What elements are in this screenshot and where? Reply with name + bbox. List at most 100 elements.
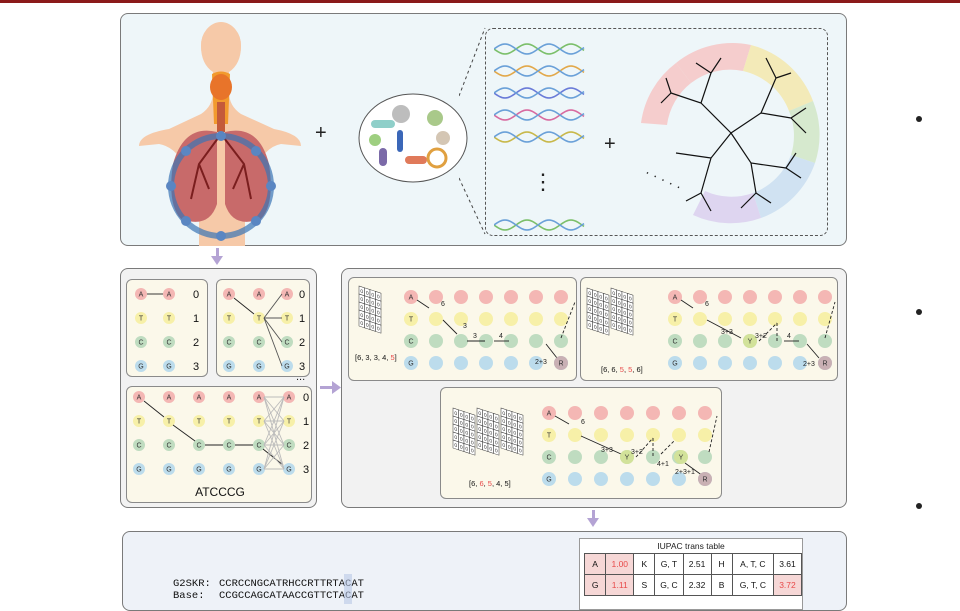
iupac-cell: 1.11 (606, 575, 634, 596)
weight-label: 2 (193, 337, 199, 349)
node-label: G (256, 364, 261, 371)
dna-strand (494, 132, 584, 142)
plus-sign-1: + (315, 122, 327, 145)
matrix-digit: 0 (460, 412, 463, 419)
dna-strands (494, 39, 604, 239)
iupac-cell: 2.32 (683, 575, 711, 596)
flow-arrow-right (320, 381, 342, 395)
graph-text: 3+2 (755, 333, 767, 340)
vector-part: [6, (469, 479, 479, 488)
node-label: T (257, 419, 262, 426)
matrix-digit: 0 (618, 324, 621, 331)
graph-edge (264, 318, 282, 366)
matrix-digit: 0 (623, 302, 626, 309)
matrix-digit: 0 (489, 446, 492, 453)
graph-text: 4 (499, 333, 503, 340)
matrix-digit: 0 (371, 292, 374, 299)
matrix-digit: 0 (513, 430, 516, 437)
matrix-digit: 0 (489, 422, 492, 429)
vertical-dots: ⋮ (532, 169, 554, 195)
flow-arrow-1 (211, 256, 223, 265)
graph-text: 3 (473, 333, 477, 340)
node-label: A (287, 395, 292, 402)
matrix-digit: 0 (618, 308, 621, 315)
node-label: T (139, 316, 144, 323)
matrix-digit: 0 (612, 323, 615, 330)
path-vector: [6, 6, 5, 5, 6] (601, 365, 643, 374)
iupac-cell: G, C (655, 575, 683, 596)
graph-node (646, 406, 660, 420)
iupac-cell: 1.00 (606, 554, 634, 575)
microbes-ellipse (357, 92, 469, 184)
matrix-digit: 0 (599, 326, 602, 333)
graph-node (768, 334, 782, 348)
node-label: A (257, 292, 262, 299)
graph-edge (661, 440, 675, 454)
matrix-digit: 0 (371, 308, 374, 315)
node-label: C (226, 443, 231, 450)
matrix-digit: 0 (478, 419, 481, 426)
node-label: T (409, 317, 414, 324)
matrix-digit: 0 (489, 438, 492, 445)
matrix-digit: 0 (623, 318, 626, 325)
node-label: T (227, 316, 232, 323)
graph-text: 3 (463, 323, 467, 330)
matrix-digit: 0 (519, 432, 522, 439)
alignment-row-base: Base:CCGCCAGCATAACCGTTCTACAT (173, 590, 364, 602)
graph-node (620, 428, 634, 442)
matrix-digit: 0 (618, 316, 621, 323)
alignment-label: G2SKR: (173, 578, 219, 590)
graph-subpanel-3: ATCGATCGATCGATCGATCGATCG0123 ATCCCG (126, 386, 312, 503)
alignment-row-g2skr: G2SKR:CCRCCNGCATRHCCRTTRTACAT (173, 578, 364, 590)
graph-node (698, 406, 712, 420)
matrix-digit: 0 (513, 422, 516, 429)
node-label: Y (748, 339, 753, 346)
graph-node (743, 312, 757, 326)
path-vector: [6, 6, 5, 4, 5] (469, 479, 511, 488)
matrix-digit: 0 (366, 298, 369, 305)
matrix-digit: 0 (508, 412, 511, 419)
graph-node (568, 406, 582, 420)
graph-node (454, 290, 468, 304)
matrix-digit: 0 (460, 436, 463, 443)
graph-edge (546, 344, 557, 358)
matrix-digit: 0 (629, 312, 632, 319)
graph-node (818, 290, 832, 304)
weight-label: 0 (303, 392, 309, 404)
graph-node (568, 472, 582, 486)
matrix-digit: 0 (612, 291, 615, 298)
top-title-bar (0, 0, 960, 3)
graph-node (454, 356, 468, 370)
matrix-digit: 0 (478, 411, 481, 418)
path-graph-2: 0000000000000000000000000000000000000000… (581, 278, 839, 382)
graph-node (646, 472, 660, 486)
matrix-digit: 0 (599, 302, 602, 309)
sequence-label: ATCCCG (127, 485, 313, 499)
node-label: C (284, 340, 289, 347)
weight-label: 0 (299, 289, 305, 301)
genomes-box: ⋮ + · · · · · (485, 28, 828, 236)
graph-node (793, 312, 807, 326)
node-label: A (257, 395, 262, 402)
weight-label: 3 (303, 464, 309, 476)
matrix-digit: 0 (599, 310, 602, 317)
node-label: A (167, 395, 172, 402)
node-label: C (256, 340, 261, 347)
iupac-cell: 2.51 (683, 554, 711, 575)
matrix-digit: 0 (360, 289, 363, 296)
matrix-digit: 0 (460, 444, 463, 451)
graph-node (743, 356, 757, 370)
graph-node (672, 428, 686, 442)
matrix-digit: 0 (495, 432, 498, 439)
graph-node (529, 312, 543, 326)
matrix-digit: 0 (454, 419, 457, 426)
matrix-digit: 0 (623, 310, 626, 317)
path-graph-3: 0000000000000000000000000000000000000000… (441, 388, 723, 500)
graph-node (693, 334, 707, 348)
human-lungs-illustration (129, 14, 329, 246)
graph-text: 6 (441, 301, 445, 308)
matrix-digit: 0 (484, 420, 487, 427)
